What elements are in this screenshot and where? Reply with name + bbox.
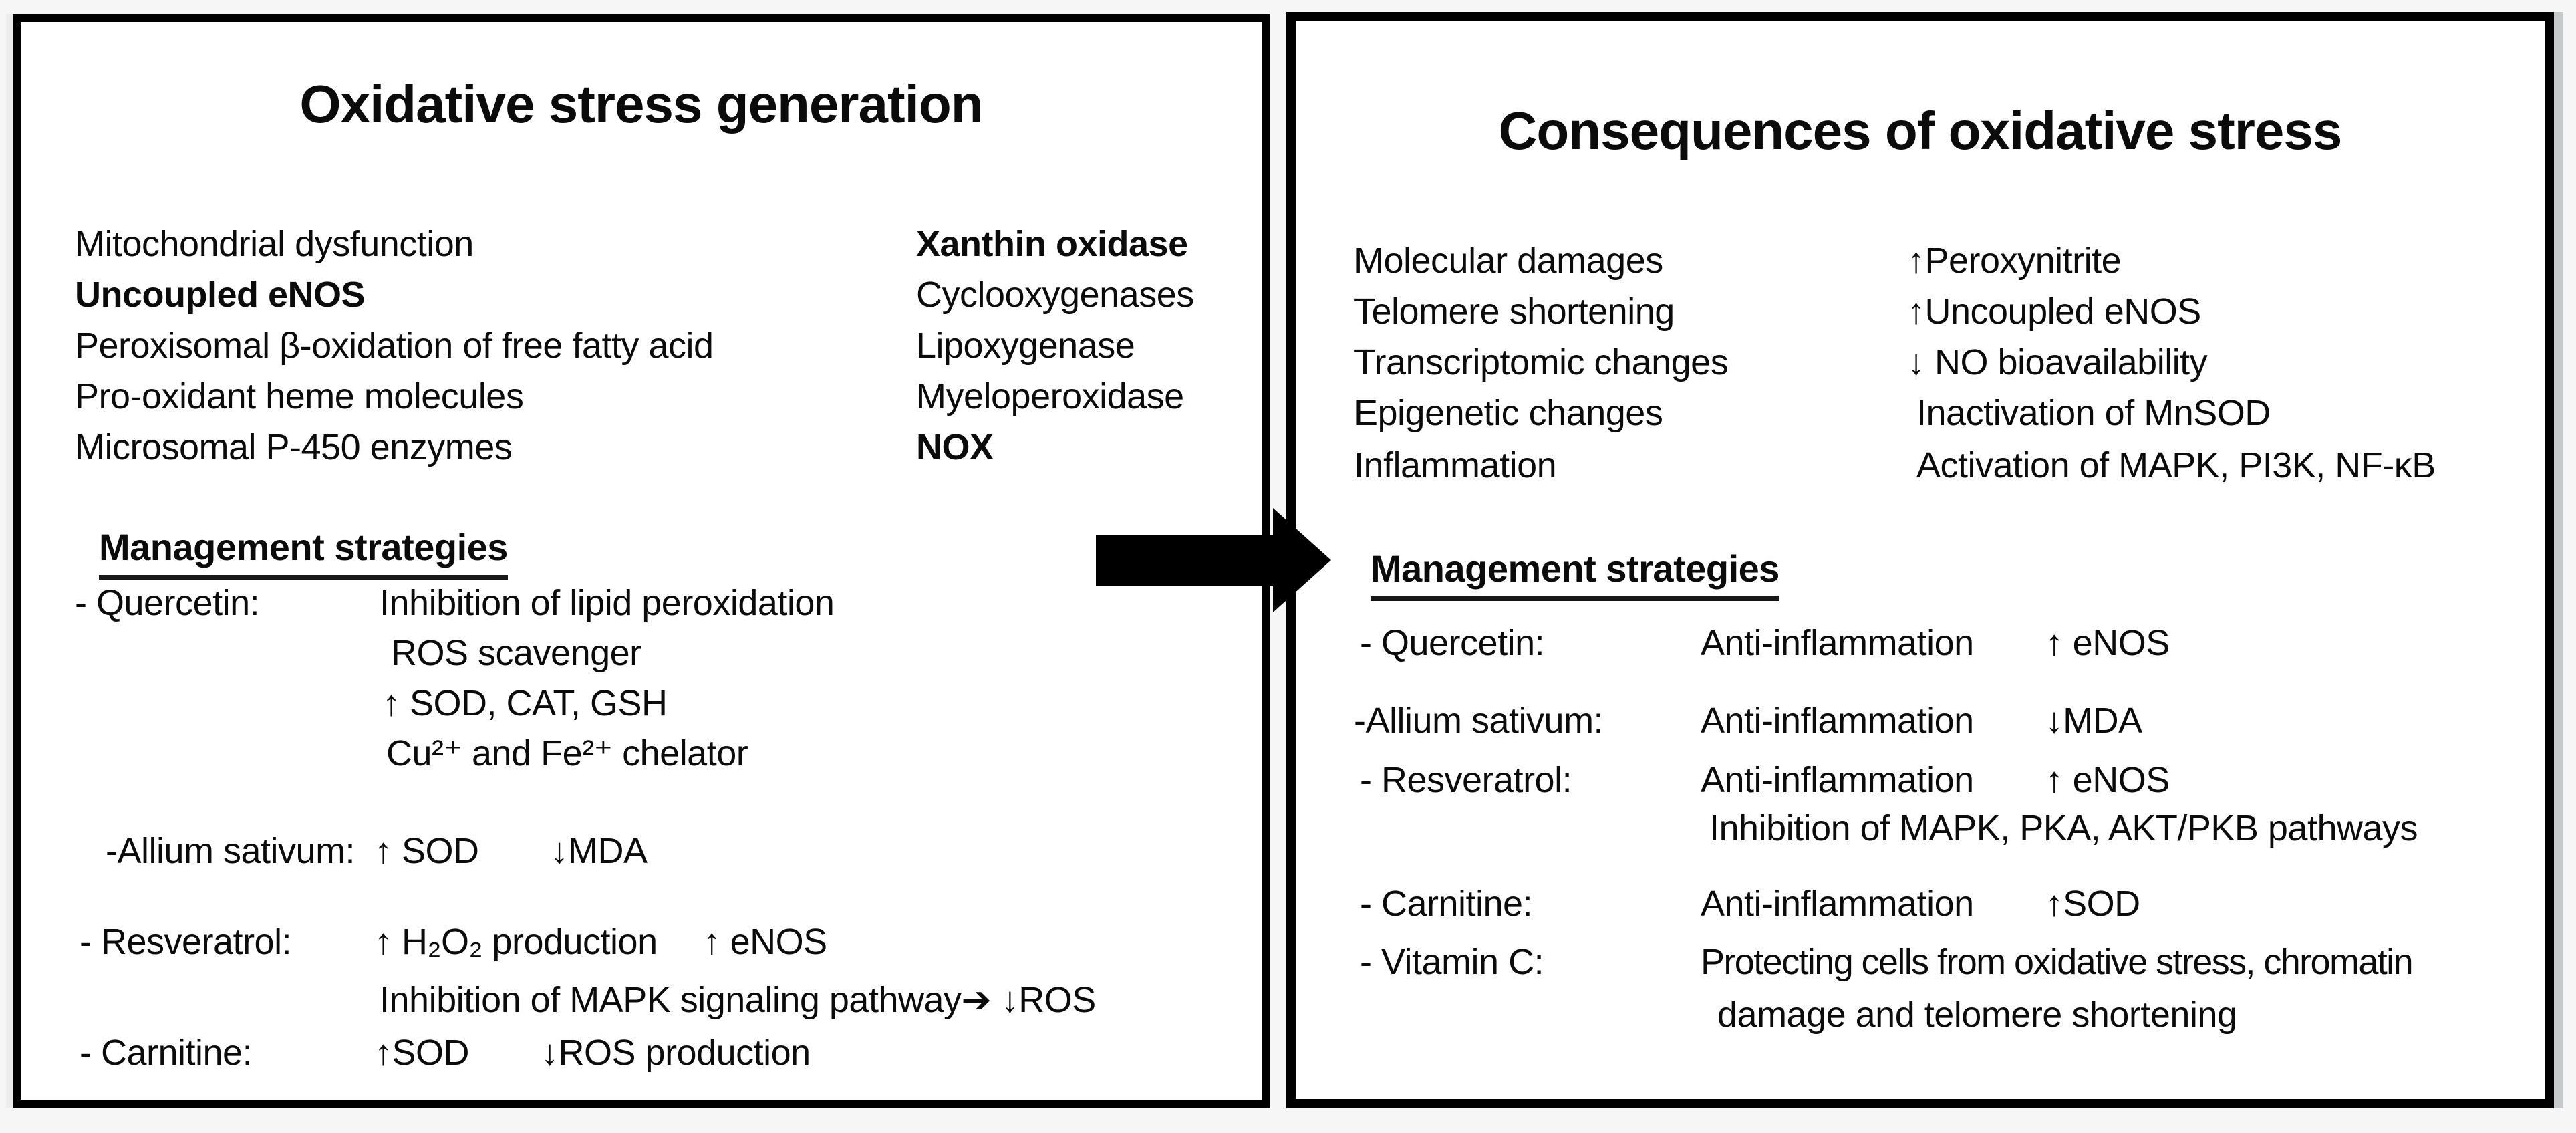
source-item: Uncoupled eNOS: [75, 275, 366, 315]
management-row-value: Protecting cells from oxidative stress, …: [1701, 942, 2414, 982]
left-panel-oxidative-stress-generation: [13, 14, 1270, 1108]
management-row-value: ↑ SOD, CAT, GSH: [382, 683, 668, 723]
right-panel-title: Consequences of oxidative stress: [1498, 101, 2343, 160]
source-item: Xanthin oxidase: [916, 224, 1188, 264]
management-row-label: - Quercetin:: [75, 583, 260, 623]
management-row-value: Inhibition of lipid peroxidation: [380, 583, 835, 623]
left-panel-title: Oxidative stress generation: [299, 74, 983, 134]
consequence-item: ↑Uncoupled eNOS: [1907, 291, 2201, 332]
management-row-value: Anti-inflammation ↓MDA: [1701, 701, 2142, 741]
consequence-item: Epigenetic changes: [1354, 393, 1663, 433]
management-row-value: Anti-inflammation ↑SOD: [1701, 884, 2140, 924]
management-row-label: - Resveratrol:: [1360, 760, 1572, 800]
source-item: Lipoxygenase: [916, 326, 1135, 366]
management-row-label: - Resveratrol:: [80, 922, 292, 962]
management-row-value: ↑ H₂O₂ production ↑ eNOS: [374, 922, 827, 962]
source-item: Myeloperoxidase: [916, 376, 1184, 416]
consequence-item: Activation of MAPK, PI3K, NF-κB: [1916, 445, 2436, 485]
management-row-value: Inhibition of MAPK, PKA, AKT/PKB pathway…: [1709, 808, 2418, 848]
source-item: Microsomal P-450 enzymes: [75, 427, 513, 467]
source-item: Mitochondrial dysfunction: [75, 224, 474, 264]
source-item: NOX: [916, 427, 994, 467]
management-row-value: Inhibition of MAPK signaling pathway➔ ↓R…: [380, 980, 1096, 1020]
management-row-label: -Allium sativum:: [1354, 701, 1604, 741]
management-row-value: Anti-inflammation ↑ eNOS: [1701, 623, 2170, 663]
management-row-label: - Vitamin C:: [1360, 942, 1544, 982]
management-row-value: ↑SOD ↓ROS production: [374, 1033, 811, 1073]
management-strategies-heading: Management strategies: [1371, 547, 1779, 601]
management-row-label: -Allium sativum:: [106, 831, 355, 871]
consequence-item: Molecular damages: [1354, 241, 1663, 281]
management-row-value: ↑ SOD ↓MDA: [374, 831, 648, 871]
management-row-label: - Quercetin:: [1360, 623, 1545, 663]
flow-arrow-icon: [1096, 508, 1331, 612]
management-row-label: - Carnitine:: [1360, 884, 1533, 924]
consequence-item: Transcriptomic changes: [1354, 342, 1729, 382]
consequence-item: Telomere shortening: [1354, 291, 1675, 332]
management-row-value: Anti-inflammation ↑ eNOS: [1701, 760, 2170, 800]
management-strategies-heading: Management strategies: [99, 525, 508, 580]
management-row-value: damage and telomere shortening: [1717, 995, 2237, 1035]
source-item: Cyclooxygenases: [916, 275, 1194, 315]
management-row-label: - Carnitine:: [80, 1033, 253, 1073]
right-panel-consequences-of-oxidative-stress: [1286, 12, 2554, 1108]
source-item: Peroxisomal β-oxidation of free fatty ac…: [75, 326, 714, 366]
consequence-item: ↑Peroxynitrite: [1907, 241, 2122, 281]
management-row-value: Cu²⁺ and Fe²⁺ chelator: [386, 733, 748, 773]
source-item: Pro-oxidant heme molecules: [75, 376, 524, 416]
consequence-item: ↓ NO bioavailability: [1907, 342, 2208, 382]
consequence-item: Inactivation of MnSOD: [1916, 393, 2271, 433]
consequence-item: Inflammation: [1354, 445, 1557, 485]
management-row-value: ROS scavenger: [391, 633, 641, 673]
